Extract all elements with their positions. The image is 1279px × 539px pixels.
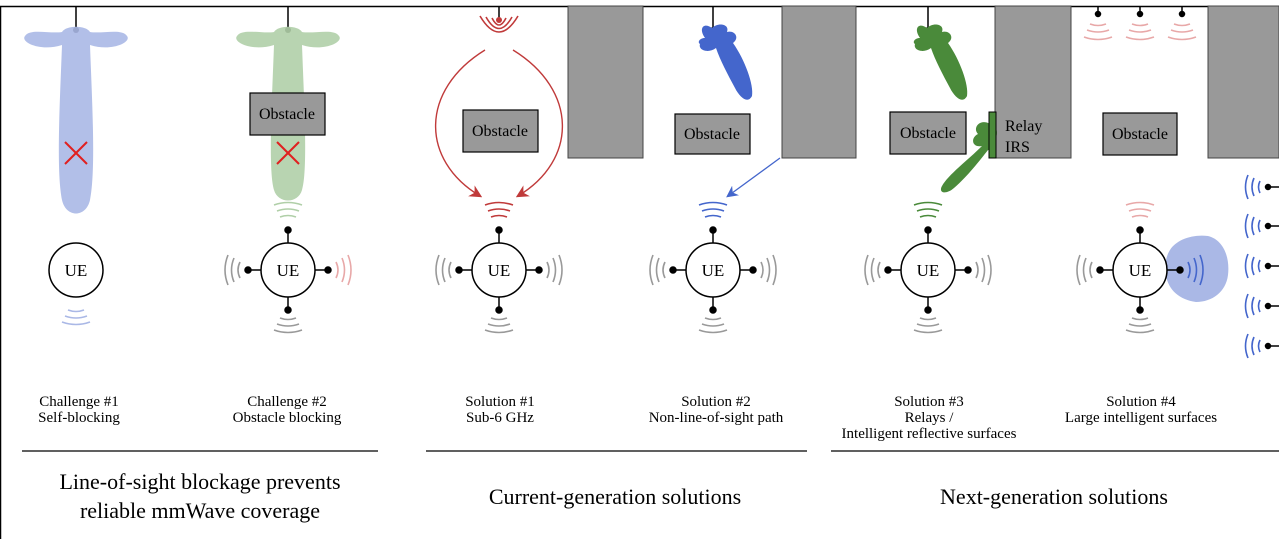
cross-icon <box>64 141 88 165</box>
svg-text:reliable mmWave coverage: reliable mmWave coverage <box>80 498 320 523</box>
svg-text:Obstacle blocking: Obstacle blocking <box>233 410 342 426</box>
signal-icon <box>484 201 514 218</box>
svg-text:Solution #1: Solution #1 <box>465 394 535 410</box>
relay-label: Relay <box>1005 118 1042 135</box>
svg-text:Obstacle: Obstacle <box>900 125 956 142</box>
ue-node-with-antennas <box>455 226 543 314</box>
svg-text:Current-generation solutions: Current-generation solutions <box>489 484 741 509</box>
ue-label: UE <box>702 261 725 280</box>
ue-label: UE <box>65 261 88 280</box>
caption-challenge-2: Challenge #2 Obstacle blocking <box>233 394 342 426</box>
caption-solution-4: Solution #4 Large intelligent surfaces <box>1065 394 1217 426</box>
svg-text:Intelligent reflective surface: Intelligent reflective surfaces <box>842 426 1017 442</box>
svg-text:Non-line-of-sight path: Non-line-of-sight path <box>649 410 784 426</box>
svg-text:Solution #3: Solution #3 <box>894 394 964 410</box>
ue-node-with-antennas <box>884 226 972 314</box>
building-3 <box>994 5 1072 159</box>
relay-beam-shape <box>940 122 997 193</box>
reflection-arrow <box>726 157 781 198</box>
signal-icon <box>1083 23 1197 41</box>
obstacle: Obstacle <box>462 109 539 153</box>
surface-antenna-array <box>1244 174 1279 359</box>
ue-node-with-antennas <box>1096 226 1184 314</box>
building-2 <box>781 5 857 159</box>
panel-challenge-1: UE <box>24 6 128 326</box>
signal-icon <box>479 15 519 33</box>
panel-solution-4: Obstacle UE <box>1076 6 1279 359</box>
obstacle: Obstacle <box>249 92 326 136</box>
ue-label: UE <box>277 261 300 280</box>
ue-node: UE <box>48 242 104 298</box>
signal-icon <box>1076 254 1204 334</box>
ue-label: UE <box>1129 261 1152 280</box>
signal-icon <box>61 309 91 326</box>
ue-node-with-antennas <box>669 226 757 314</box>
ue-label: UE <box>917 261 940 280</box>
signal-icon <box>273 201 303 218</box>
svg-text:Large intelligent surfaces: Large intelligent surfaces <box>1065 410 1217 426</box>
building-1 <box>567 5 644 159</box>
svg-text:Solution #2: Solution #2 <box>681 394 751 410</box>
obstacle: Obstacle <box>889 111 967 155</box>
caption-solution-2: Solution #2 Non-line-of-sight path <box>649 394 784 426</box>
obstacle: Obstacle <box>1102 112 1178 156</box>
arrow-right <box>512 49 563 198</box>
svg-text:Obstacle: Obstacle <box>1112 126 1168 143</box>
panel-solution-2: Obstacle UE <box>649 6 781 334</box>
group-title-next: Next-generation solutions <box>940 484 1168 509</box>
signal-icon <box>649 254 777 334</box>
signal-icon <box>698 201 728 218</box>
svg-text:Relays /: Relays / <box>905 410 955 426</box>
svg-text:Obstacle: Obstacle <box>684 126 740 143</box>
panel-challenge-2: Obstacle UE <box>224 6 352 334</box>
obstacle: Obstacle <box>674 113 751 155</box>
building-4 <box>1207 5 1279 159</box>
panel-solution-1: Obstacle UE <box>435 6 563 334</box>
svg-text:Obstacle: Obstacle <box>259 106 315 123</box>
svg-text:Obstacle: Obstacle <box>472 123 528 140</box>
relay-irs-panel: Relay IRS <box>988 111 1042 159</box>
ue-node-with-antennas <box>244 226 332 314</box>
signal-icon <box>913 201 943 218</box>
svg-text:Next-generation solutions: Next-generation solutions <box>940 484 1168 509</box>
beam-shape <box>913 24 968 100</box>
beam-shape <box>24 26 128 214</box>
ue-label: UE <box>488 261 511 280</box>
signal-icon <box>864 254 992 334</box>
svg-text:Challenge #1: Challenge #1 <box>39 394 119 410</box>
svg-text:Self-blocking: Self-blocking <box>38 410 120 426</box>
signal-icon <box>435 254 563 334</box>
svg-text:Challenge #2: Challenge #2 <box>247 394 327 410</box>
caption-solution-1: Solution #1 Sub-6 GHz <box>465 394 535 426</box>
irs-label: IRS <box>1005 139 1030 156</box>
caption-challenge-1: Challenge #1 Self-blocking <box>38 394 120 426</box>
group-title-current: Current-generation solutions <box>489 484 741 509</box>
top-antennas <box>1094 6 1186 18</box>
beam-shape <box>698 24 753 100</box>
panel-solution-3: Obstacle Relay IRS UE <box>864 6 1042 334</box>
cross-icon <box>276 141 300 165</box>
arrow-left <box>435 49 486 198</box>
signal-icon <box>1125 201 1155 218</box>
svg-text:Sub-6 GHz: Sub-6 GHz <box>466 410 534 426</box>
group-title-challenges: Line-of-sight blockage prevents reliable… <box>59 469 340 523</box>
svg-text:Solution #4: Solution #4 <box>1106 394 1176 410</box>
svg-text:Line-of-sight blockage prevent: Line-of-sight blockage prevents <box>59 469 340 494</box>
caption-solution-3: Solution #3 Relays / Intelligent reflect… <box>842 394 1017 442</box>
signal-icon <box>224 254 352 334</box>
